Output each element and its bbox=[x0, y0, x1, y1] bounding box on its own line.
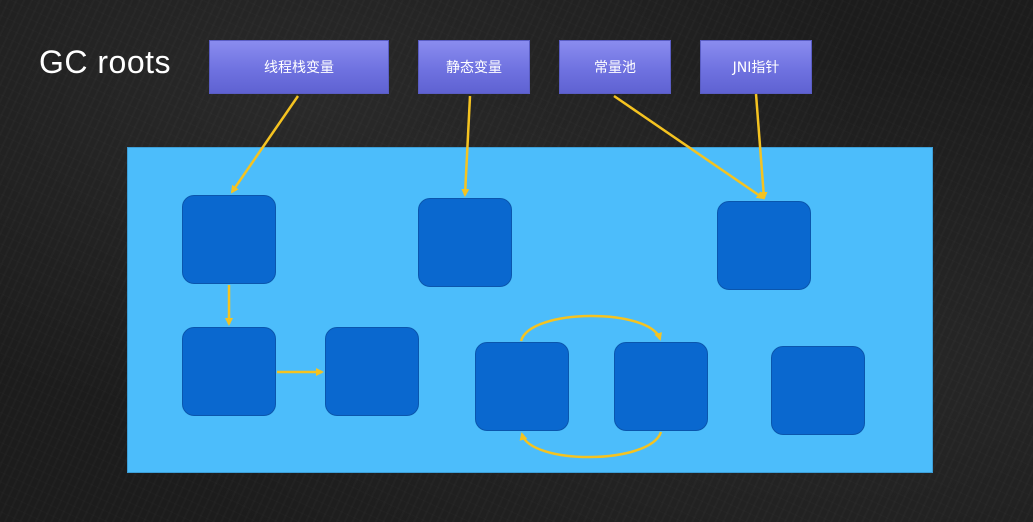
heap-object-3 bbox=[717, 201, 811, 290]
heap-object-6 bbox=[475, 342, 569, 431]
heap-object-8 bbox=[771, 346, 865, 435]
root-jni-pointers: JNI指针 bbox=[700, 40, 812, 94]
heap-object-1 bbox=[182, 195, 276, 284]
heap-object-7 bbox=[614, 342, 708, 431]
heap-object-2 bbox=[418, 198, 512, 287]
root-thread-stack-variables: 线程栈变量 bbox=[209, 40, 389, 94]
root-constant-pool: 常量池 bbox=[559, 40, 671, 94]
heap-object-5 bbox=[325, 327, 419, 416]
slide-title: GC roots bbox=[39, 44, 172, 80]
heap-object-4 bbox=[182, 327, 276, 416]
root-static-variables: 静态变量 bbox=[418, 40, 530, 94]
